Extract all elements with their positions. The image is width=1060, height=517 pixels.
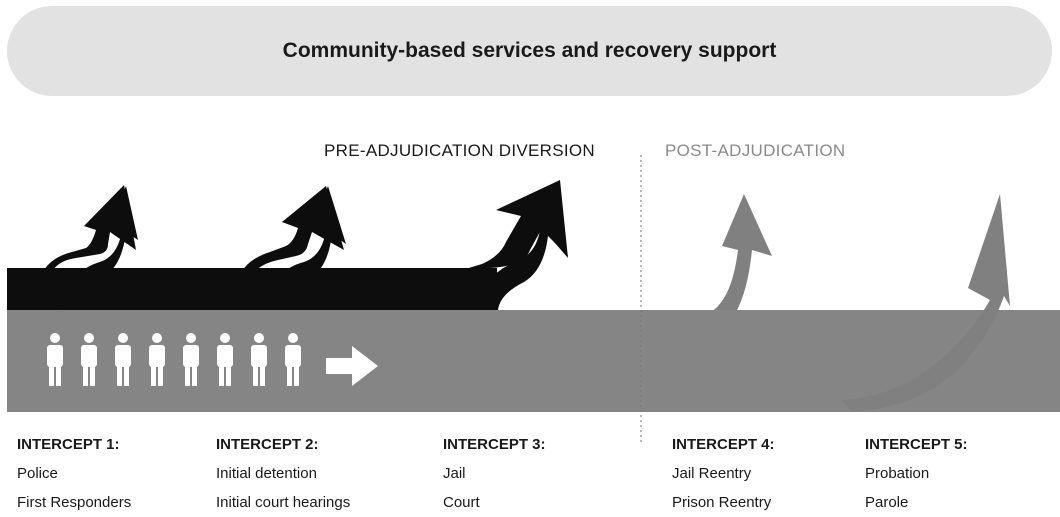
intercept-3: INTERCEPT 3: Jail Court (443, 430, 546, 517)
post-band-connector (600, 310, 740, 336)
intercept-line: Probation (865, 465, 930, 482)
person-icon (149, 333, 165, 386)
intercept-title: INTERCEPT 3: (443, 436, 546, 453)
person-icon (47, 333, 63, 386)
intercept-title: INTERCEPT 1: (17, 436, 120, 453)
post-arrow-4 (688, 194, 772, 336)
pre-arrow-3b (474, 188, 568, 310)
person-icon (115, 333, 131, 386)
intercept-line: Court (443, 494, 480, 511)
pre-adjudication-label: PRE-ADJUDICATION DIVERSION (324, 141, 596, 160)
pre-arrow-1b (60, 186, 138, 310)
intercept-line: Parole (865, 494, 909, 511)
intercept-title: INTERCEPT 5: (865, 436, 968, 453)
intercept-2: INTERCEPT 2: Initial detention Initial c… (216, 430, 350, 517)
intercept-line: First Responders (17, 494, 132, 511)
community-services-banner: Community-based services and recovery su… (7, 6, 1052, 96)
post-arrow-5 (842, 194, 1010, 412)
intercept-4: INTERCEPT 4: Jail Reentry Prison Reentry (672, 430, 775, 517)
intercept-line: Jail (443, 465, 466, 482)
person-icon (285, 333, 301, 386)
person-icon (251, 333, 267, 386)
pre-arrow-2b (262, 186, 346, 310)
people-group (47, 333, 301, 386)
intercept-1: INTERCEPT 1: Police First Responders (17, 430, 131, 517)
right-arrow-icon (326, 346, 378, 386)
intercept-line: Initial court hearings (216, 494, 351, 511)
intercept-line: Initial detention (216, 465, 317, 482)
intercept-line: Jail Reentry (672, 465, 752, 482)
intercept-line: Police (17, 465, 58, 482)
post-adjudication-label: POST-ADJUDICATION (665, 141, 846, 160)
person-icon (183, 333, 199, 386)
intercept-title: INTERCEPT 2: (216, 436, 319, 453)
intercept-line: Prison Reentry (672, 494, 772, 511)
pre-arrow-1 (38, 185, 136, 310)
intercept-5: INTERCEPT 5: Probation Parole (865, 430, 968, 517)
banner-title: Community-based services and recovery su… (282, 39, 777, 62)
intercept-title: INTERCEPT 4: (672, 436, 775, 453)
person-icon (217, 333, 233, 386)
person-icon (81, 333, 97, 386)
